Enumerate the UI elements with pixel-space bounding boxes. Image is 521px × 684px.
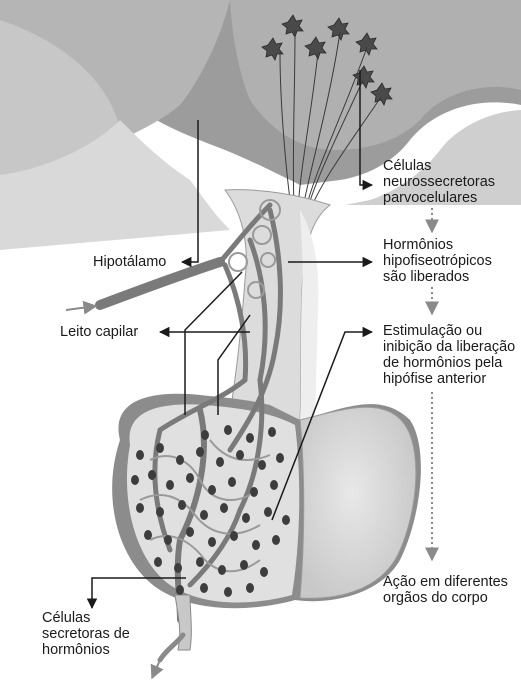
label-hypothalamus: Hipotálamo — [93, 254, 166, 270]
blood-outflow-arrow — [152, 660, 160, 678]
label-hormones-released: Hormônios hipofiseotrópicos são liberado… — [383, 237, 492, 285]
blood-inflow-arrow — [66, 306, 96, 310]
label-capillary-bed: Leito capilar — [60, 324, 138, 340]
label-stimulation: Estimulação ou inibição da liberação de … — [383, 323, 515, 387]
label-neurosecretory-cells: Células neurossecretoras parvocelulares — [383, 158, 495, 206]
outflow-vessel — [160, 595, 191, 660]
label-secretory-cells: Células secretoras de hormônios — [42, 610, 130, 658]
label-action: Ação em diferentes orgãos do corpo — [383, 574, 508, 606]
